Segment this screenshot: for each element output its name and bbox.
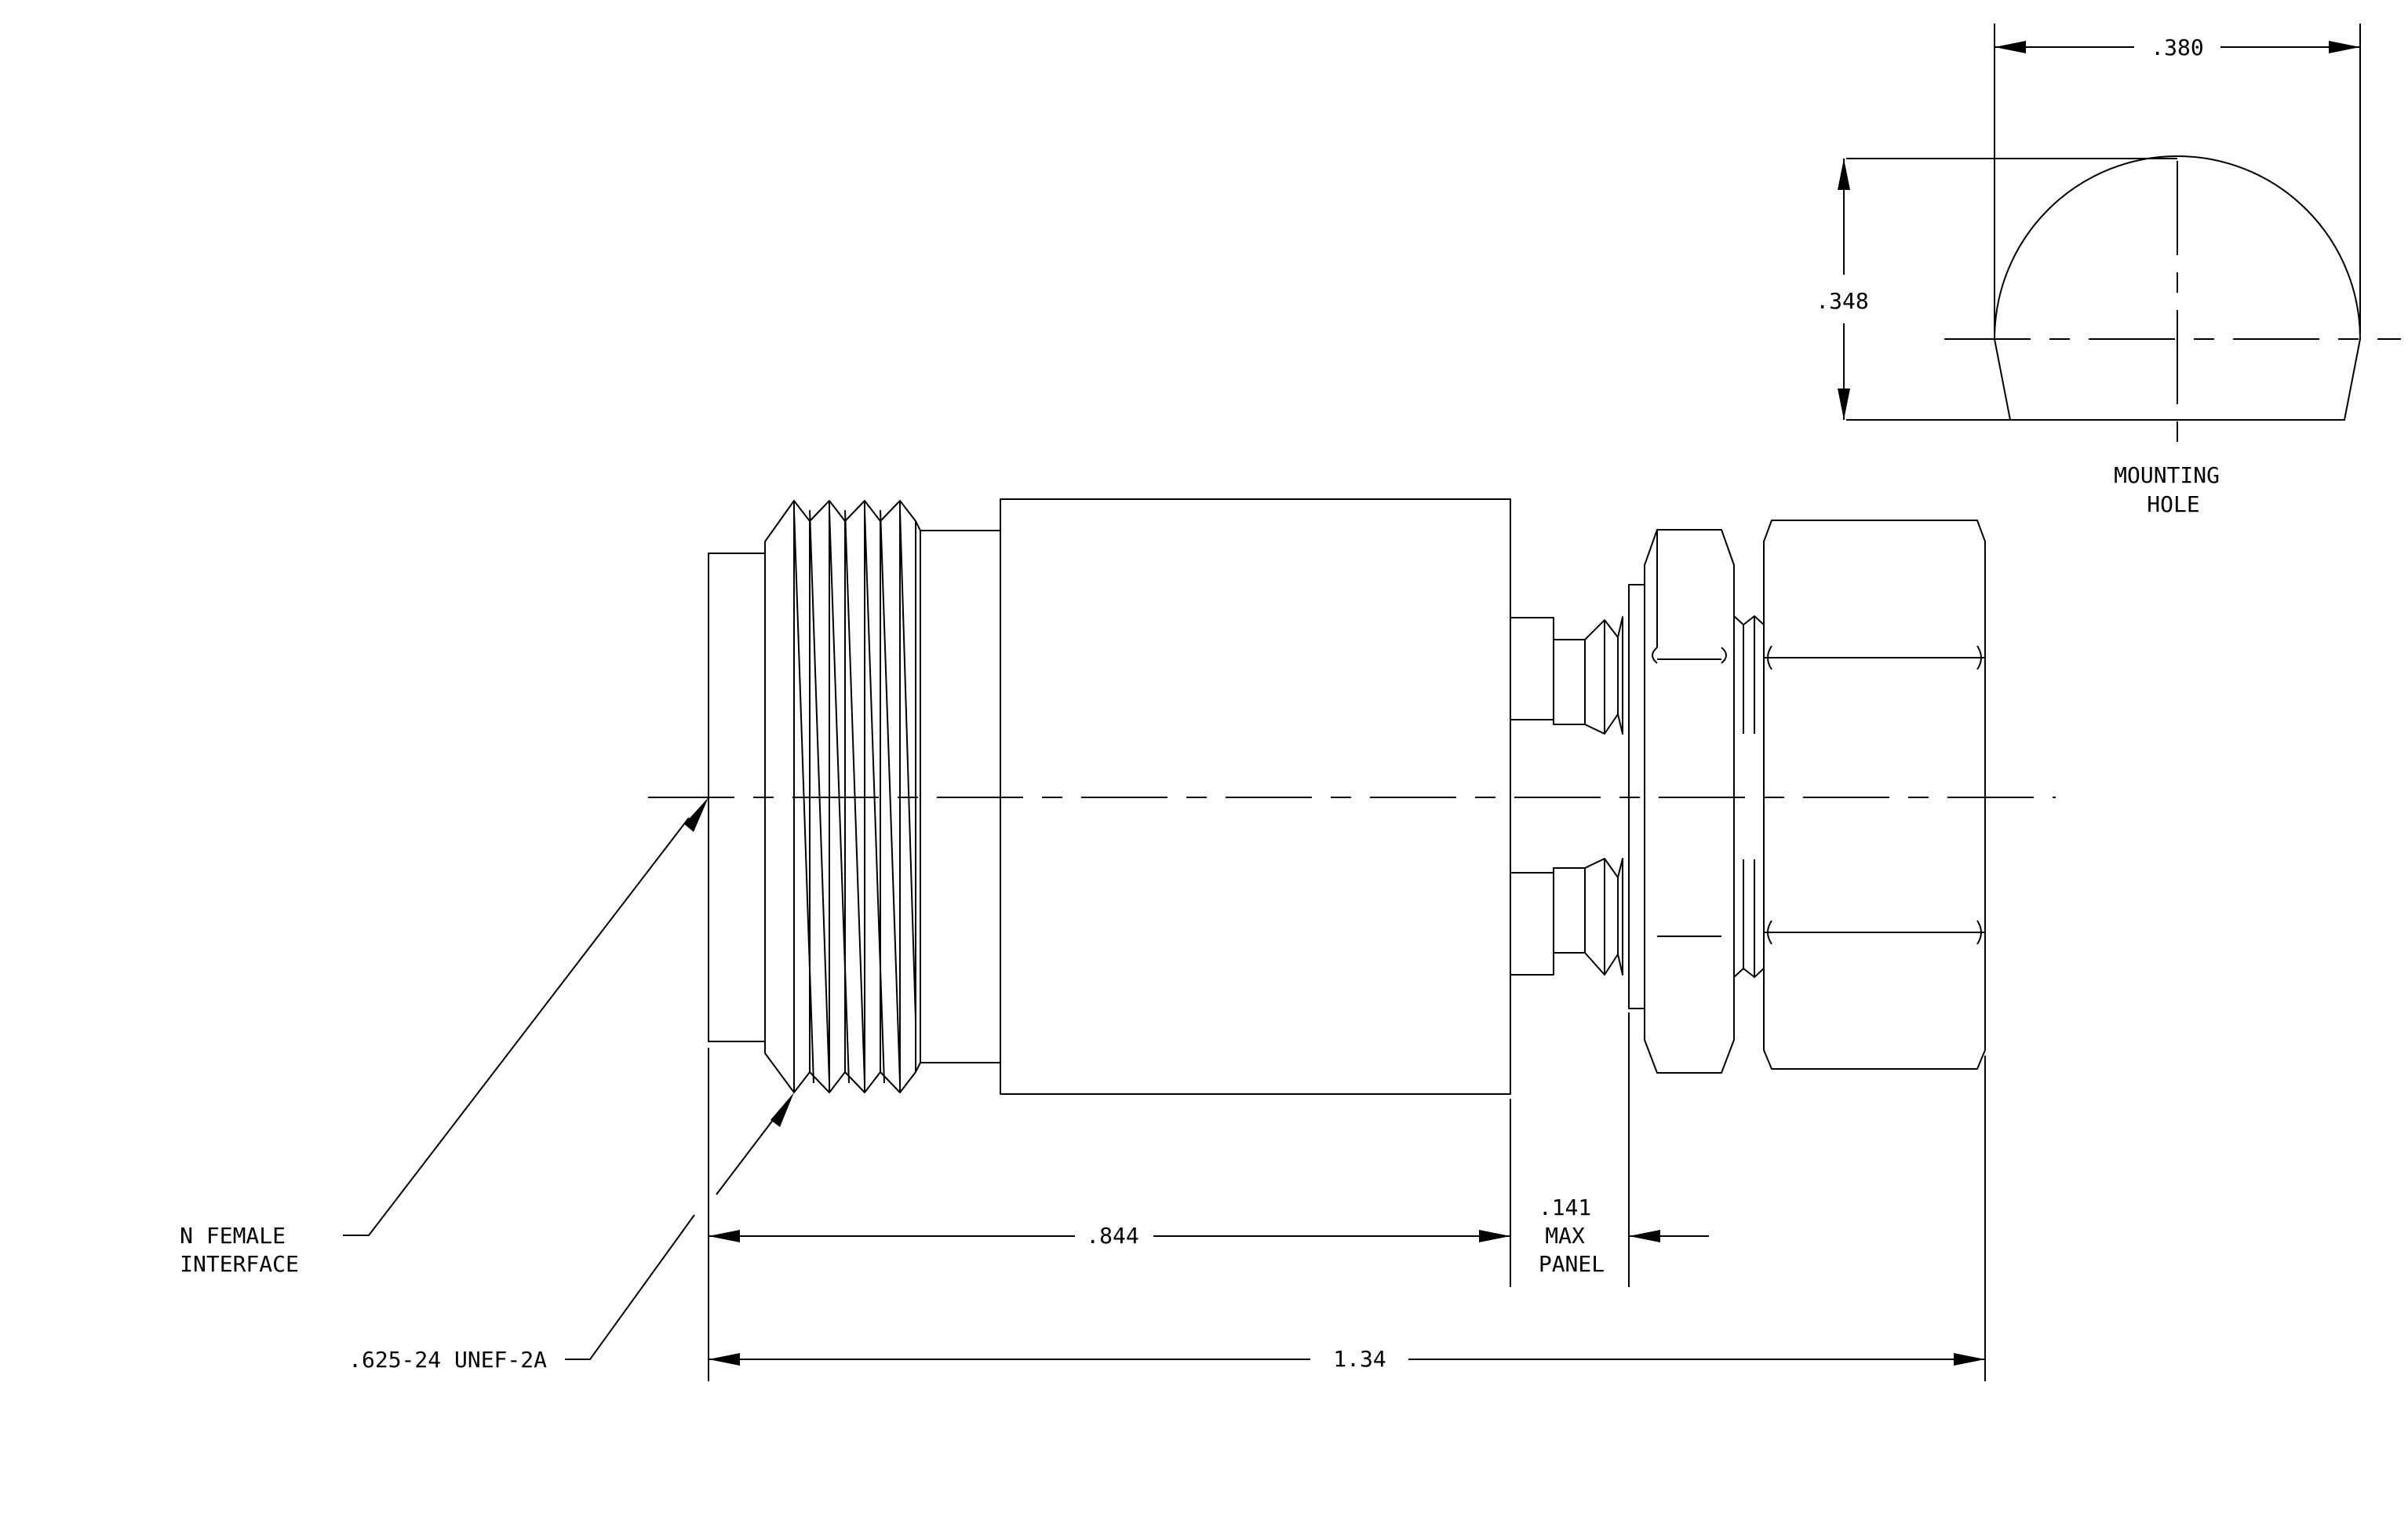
rear-stub-neck (1553, 639, 1586, 725)
thread-crest-top (764, 500, 921, 553)
connector-side-view (648, 498, 2056, 1095)
thread-helix (829, 509, 850, 1084)
interface-callout-line2: INTERFACE (180, 1251, 299, 1277)
rear-stub-lower (1510, 858, 1623, 976)
thread-helix (844, 509, 865, 1084)
arrowhead (684, 797, 709, 832)
mounting-hole-label: MOUNTING HOLE (2114, 462, 2233, 517)
rear-stub-step (1510, 872, 1554, 976)
arrowhead (1629, 1230, 1660, 1242)
mounting-hole-outline (1994, 155, 2361, 421)
main-body (1000, 498, 1511, 1095)
interface-leader (343, 817, 690, 1236)
coupling-hex-outline (1763, 520, 1986, 1070)
thread-leader-upper (716, 1112, 779, 1195)
rear-stub-upper (1510, 616, 1623, 735)
hole-width-label: .380 (2151, 35, 2203, 60)
body-length-label: .844 (1086, 1223, 1138, 1249)
thread-helix (864, 509, 885, 1084)
thread-helix (809, 509, 830, 1084)
coupling-hex (1763, 520, 1986, 1070)
arrowhead (1479, 1230, 1510, 1242)
thread-leader (565, 1214, 695, 1360)
thread-helix (899, 509, 916, 1021)
arrowhead (1838, 159, 1850, 190)
overall-length-label: 1.34 (1333, 1346, 1386, 1372)
spacer-top (1733, 615, 1765, 626)
arrowhead (1838, 388, 1850, 420)
rear-stub-thread (1584, 858, 1623, 976)
coupling-hex-chamfer (1767, 645, 1982, 945)
panel-thickness-line1: .141 (1539, 1195, 1591, 1220)
spacer-bottom (1733, 968, 1765, 978)
interface-callout-line1: N FEMALE (180, 1223, 286, 1249)
nut-spacer (1733, 615, 1765, 978)
mounting-hole-label-line2: HOLE (2147, 491, 2199, 517)
rear-stub-step (1510, 617, 1554, 720)
hex-nut-chamfer (1652, 647, 1727, 664)
rear-stub-neck (1553, 867, 1586, 954)
hex-nut (1644, 529, 1735, 1074)
thread-crest-bottom (764, 1041, 921, 1093)
mounting-hole-label-line1: MOUNTING (2114, 462, 2220, 488)
arrowhead (1995, 41, 2026, 53)
arrowhead (2329, 41, 2360, 53)
hole-height-label: .348 (1816, 288, 1868, 314)
thread-helix (880, 509, 901, 1084)
arrowhead (770, 1092, 794, 1127)
mounting-hole-view: .380 .348 MOUNTING HOLE (1816, 24, 2401, 517)
arrowhead (1954, 1353, 1985, 1366)
panel-thickness-label: .141 MAX PANEL (1539, 1195, 1605, 1277)
thread-section (764, 500, 921, 1093)
callouts: N FEMALE INTERFACE .625-24 UNEF-2A (180, 797, 794, 1373)
panel-thickness-line3: PANEL (1539, 1251, 1605, 1277)
interface-callout-label: N FEMALE INTERFACE (180, 1223, 299, 1277)
thread-helix (793, 509, 814, 1084)
arrowhead (709, 1230, 740, 1242)
arrowhead (709, 1353, 740, 1366)
hex-nut-outline (1644, 529, 1735, 1074)
length-dimensions: .844 .141 MAX PANEL 1.34 (708, 1012, 1986, 1381)
rear-stub-thread (1584, 616, 1623, 735)
thread-callout-label: .625-24 UNEF-2A (348, 1347, 547, 1373)
panel-thickness-line2: MAX (1545, 1223, 1585, 1249)
